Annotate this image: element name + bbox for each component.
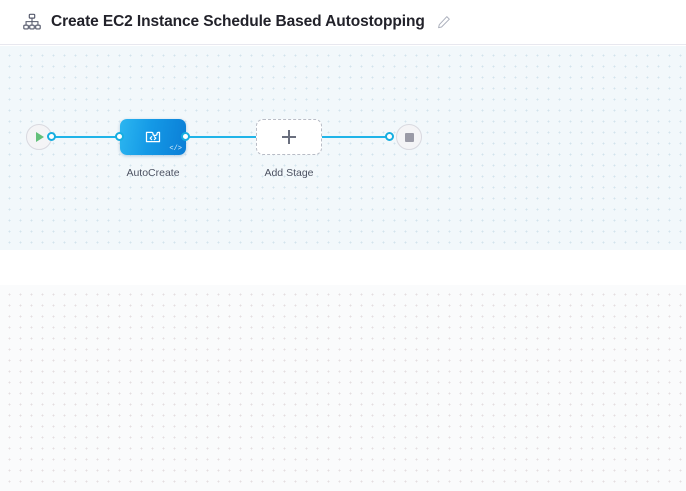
stage-output-port[interactable] [181, 132, 190, 141]
stage-label-autocreate: AutoCreate [126, 167, 180, 179]
stage-input-port[interactable] [115, 132, 124, 141]
stop-square-icon [404, 132, 414, 142]
start-output-port[interactable] [47, 132, 56, 141]
code-block-icon [145, 131, 161, 143]
connector-addstage-to-end [322, 136, 388, 138]
add-stage-button[interactable] [256, 119, 322, 155]
pipeline-end-node[interactable] [396, 124, 422, 150]
code-tag-icon: </> [169, 145, 182, 153]
connector-autocreate-to-addstage [186, 136, 256, 138]
play-icon [36, 132, 44, 142]
page-title: Create EC2 Instance Schedule Based Autos… [51, 13, 425, 30]
stage-autocreate[interactable]: </> [120, 119, 186, 155]
connector-start-to-autocreate [46, 136, 118, 138]
end-input-port[interactable] [385, 132, 394, 141]
pipeline-hierarchy-icon [23, 13, 41, 30]
add-stage-label: Add Stage [264, 167, 314, 179]
plus-icon-vertical [288, 130, 290, 144]
page-header: Create EC2 Instance Schedule Based Autos… [0, 0, 686, 45]
stages-canvas[interactable]: </> AutoCreate Add Stage [0, 46, 686, 250]
pencil-edit-icon[interactable] [437, 15, 451, 29]
steps-canvas[interactable]: Create AutoStopping Rules </> Find Exist… [0, 285, 686, 491]
